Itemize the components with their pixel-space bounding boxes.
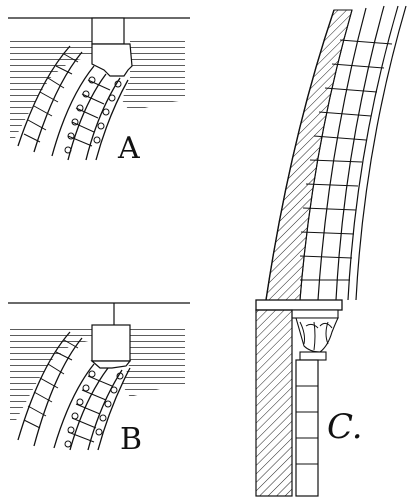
detail-b (8, 302, 190, 451)
label-b: B (120, 422, 143, 457)
label-c: C. (327, 407, 363, 447)
label-a: A (118, 131, 140, 166)
detail-a (8, 17, 190, 161)
detail-c (255, 5, 407, 497)
